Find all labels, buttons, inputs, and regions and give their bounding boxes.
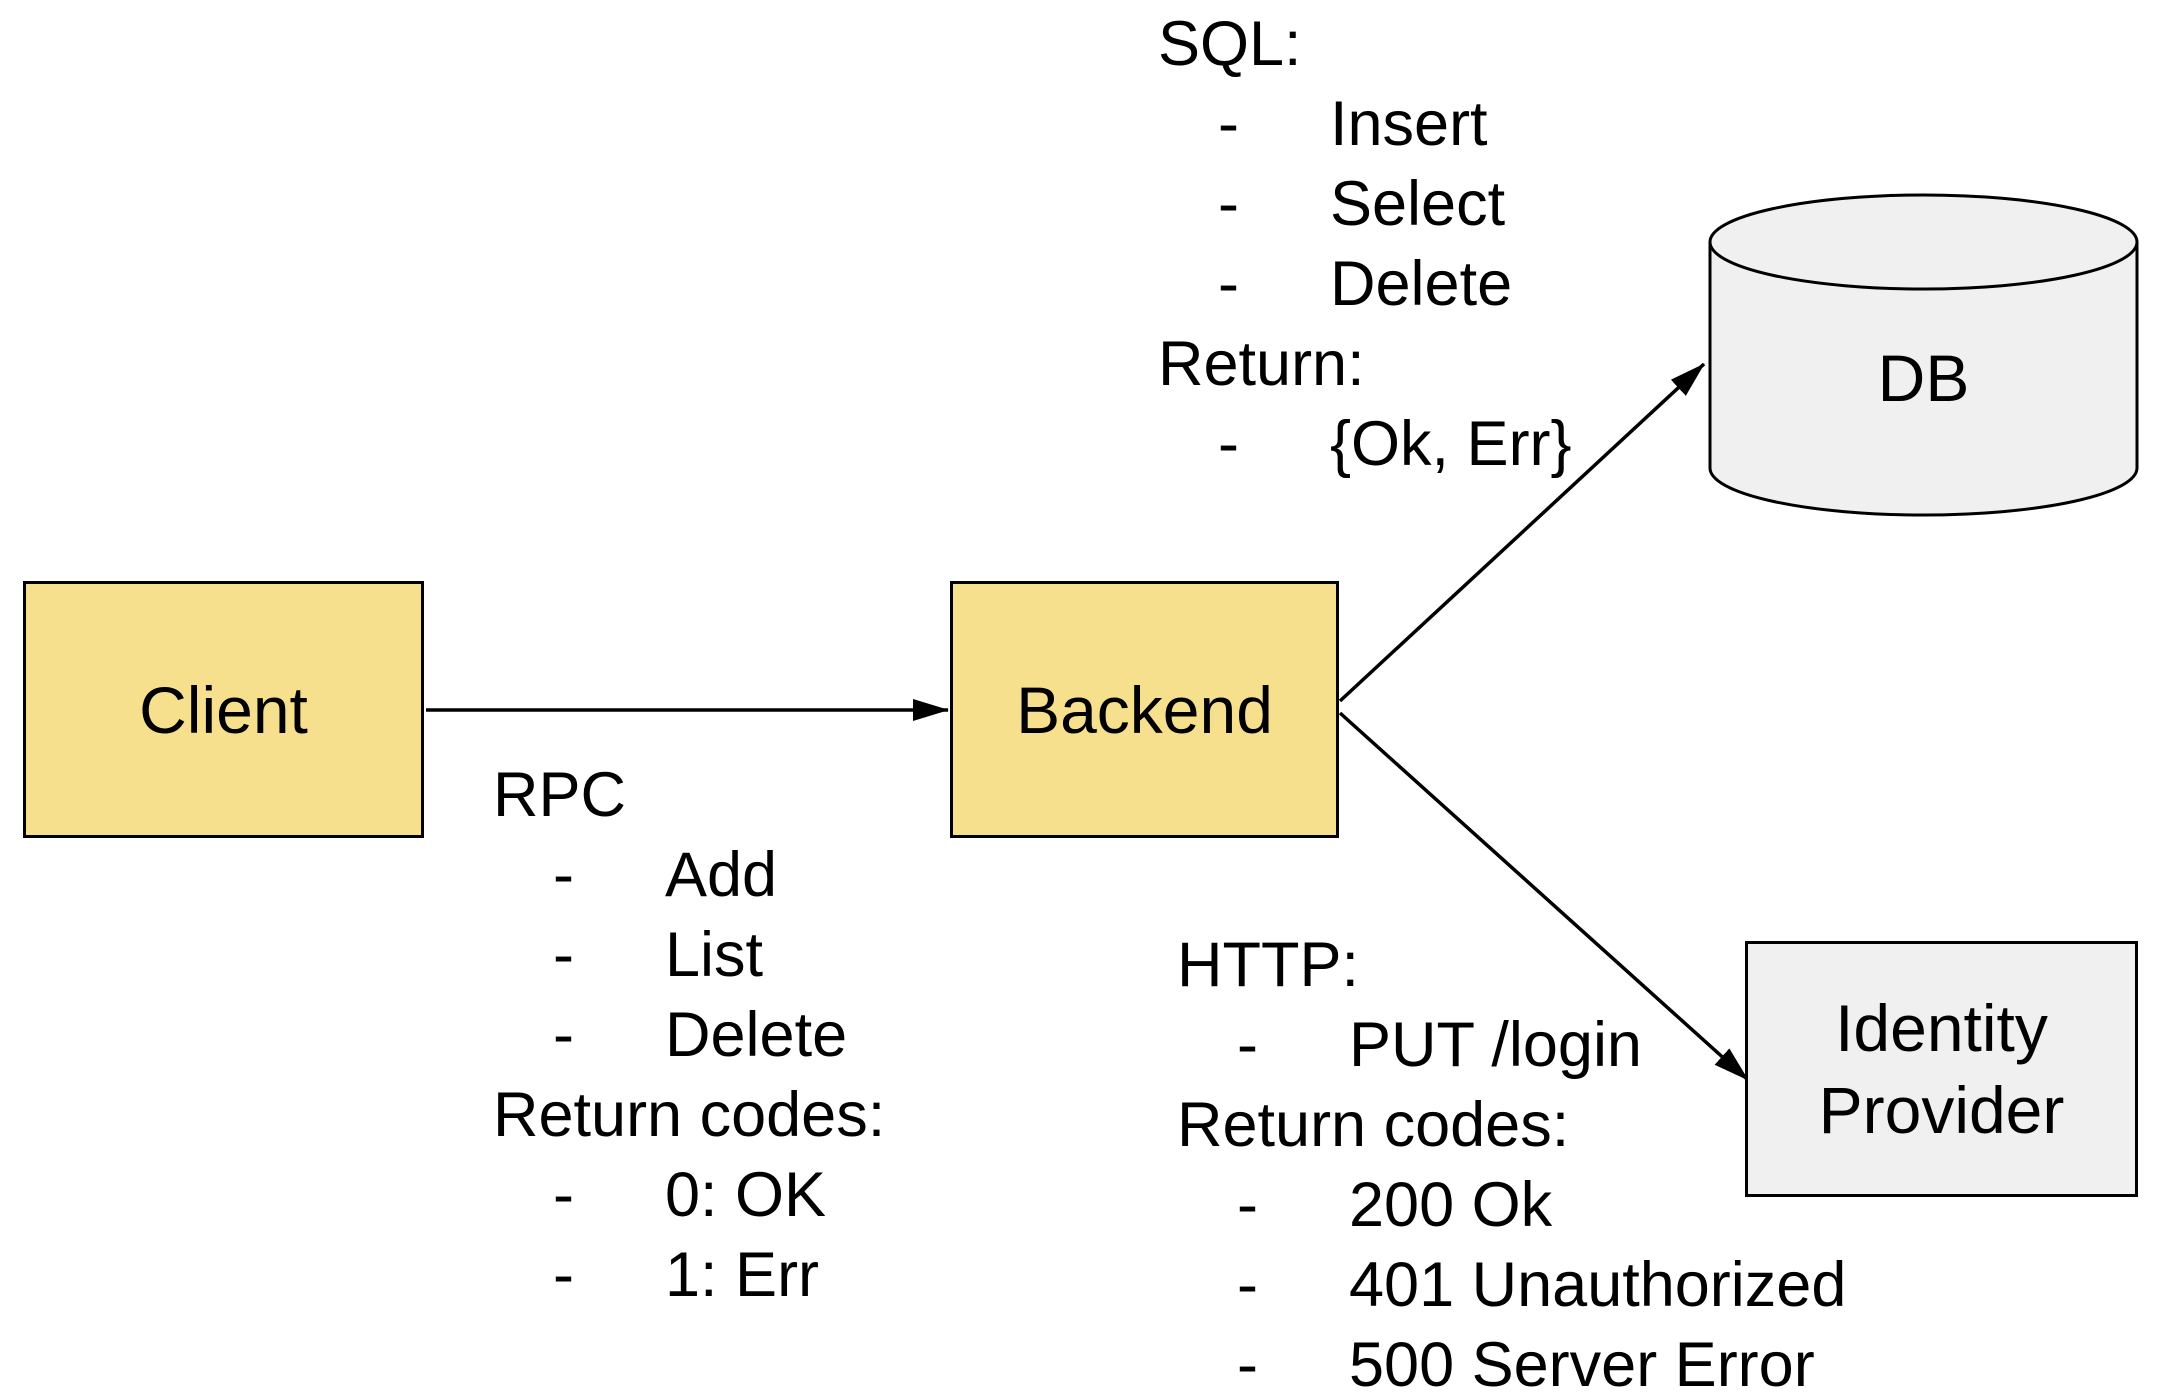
client-label: Client (139, 672, 308, 747)
rpc-return-item: - 0: OK (493, 1155, 885, 1235)
rpc-item-text: Delete (665, 1000, 848, 1070)
db-cylinder-body (1708, 242, 2139, 517)
identity-provider-label-line2: Provider (1818, 1073, 2065, 1147)
rpc-item-text: List (665, 920, 764, 990)
sql-item-text: Insert (1330, 89, 1488, 159)
backend-node: Backend (950, 581, 1339, 838)
rpc-annotation: RPC - Add - List - Delete Return codes: … (493, 755, 885, 1315)
sql-annotation: SQL: - Insert - Select - Delete Return: … (1158, 4, 1572, 484)
rpc-item: - Delete (493, 995, 885, 1075)
bullet-dash: - (553, 1240, 574, 1310)
db-cylinder (1708, 193, 2139, 517)
db-cylinder-top (1708, 193, 2139, 291)
rpc-title: RPC (493, 755, 885, 835)
sql-return-title-text: Return: (1158, 329, 1365, 399)
bullet-dash: - (553, 1000, 574, 1070)
rpc-return-title: Return codes: (493, 1075, 885, 1155)
rpc-title-text: RPC (493, 760, 627, 830)
http-return-item: - 200 Ok (1177, 1165, 1846, 1245)
identity-provider-node: Identity Provider (1745, 941, 2138, 1197)
http-return-item-text: 401 Unauthorized (1349, 1250, 1847, 1320)
sql-title-text: SQL: (1158, 9, 1302, 79)
sql-item: - Delete (1158, 244, 1572, 324)
rpc-item: - List (493, 915, 885, 995)
bullet-dash: - (1218, 169, 1239, 239)
sql-item-text: Select (1330, 169, 1506, 239)
rpc-return-item: - 1: Err (493, 1235, 885, 1315)
rpc-return-title-text: Return codes: (493, 1080, 886, 1150)
sql-item: - Insert (1158, 84, 1572, 164)
client-node: Client (23, 581, 424, 838)
identity-provider-label-line1: Identity (1835, 991, 2048, 1065)
http-return-title-text: Return codes: (1177, 1090, 1570, 1160)
rpc-item-text: Add (665, 840, 778, 910)
http-return-title: Return codes: (1177, 1085, 1846, 1165)
http-title-text: HTTP: (1177, 930, 1359, 1000)
bullet-dash: - (553, 920, 574, 990)
sql-item-text: Delete (1330, 249, 1513, 319)
http-return-item-text: 500 Server Error (1349, 1330, 1815, 1398)
rpc-item: - Add (493, 835, 885, 915)
backend-db-arrow (1338, 362, 1706, 703)
sql-return-title: Return: (1158, 324, 1572, 404)
bullet-dash: - (1237, 1330, 1258, 1398)
bullet-dash: - (1218, 89, 1239, 159)
http-item-text: PUT /login (1349, 1010, 1642, 1080)
sql-title: SQL: (1158, 4, 1572, 84)
bullet-dash: - (1237, 1010, 1258, 1080)
http-return-item: - 500 Server Error (1177, 1325, 1846, 1398)
sql-return-item-text: {Ok, Err} (1330, 409, 1572, 479)
rpc-return-item-text: 1: Err (665, 1240, 820, 1310)
backend-idp-arrow (1338, 711, 1750, 1082)
bullet-dash: - (1237, 1250, 1258, 1320)
http-return-item: - 401 Unauthorized (1177, 1245, 1846, 1325)
bullet-dash: - (1218, 409, 1239, 479)
sql-item: - Select (1158, 164, 1572, 244)
http-item: - PUT /login (1177, 1005, 1846, 1085)
bullet-dash: - (1237, 1170, 1258, 1240)
bullet-dash: - (553, 1160, 574, 1230)
sql-return-item: - {Ok, Err} (1158, 404, 1572, 484)
http-title: HTTP: (1177, 925, 1846, 1005)
db-label-wrap: DB (1710, 242, 2137, 513)
http-annotation: HTTP: - PUT /login Return codes: - 200 O… (1177, 925, 1846, 1398)
bullet-dash: - (553, 840, 574, 910)
bullet-dash: - (1218, 249, 1239, 319)
backend-label: Backend (1016, 672, 1273, 747)
db-label: DB (1877, 340, 1970, 415)
http-return-item-text: 200 Ok (1349, 1170, 1553, 1240)
identity-provider-label: Identity Provider (1819, 987, 2065, 1151)
rpc-return-item-text: 0: OK (665, 1160, 827, 1230)
